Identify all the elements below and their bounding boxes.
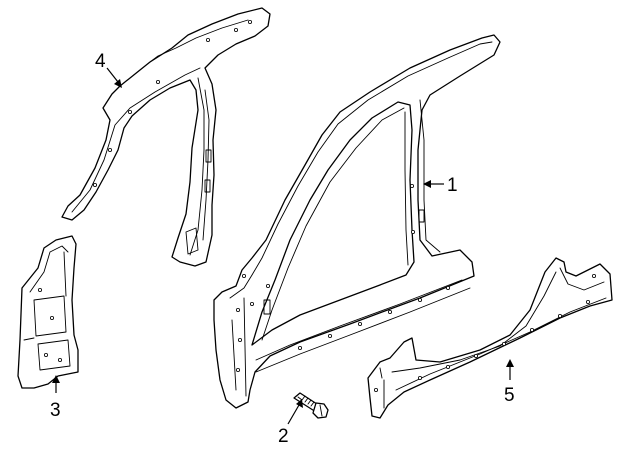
leader-arrow-2 [296, 399, 303, 408]
callout-label-2: 2 [278, 426, 289, 447]
leader-arrow-5 [506, 359, 514, 367]
leader-line-4 [106, 67, 119, 83]
part-1-body-side-outer [213, 34, 501, 409]
leader-arrow-1 [423, 180, 431, 188]
leader-arrow-4 [114, 79, 122, 88]
leader-arrow-3 [52, 375, 60, 383]
callout-label-5: 5 [504, 385, 515, 406]
part-5-rocker-panel [367, 257, 613, 419]
callout-label-3: 3 [50, 400, 61, 421]
part-4-pillar-reinforcement [61, 7, 271, 267]
part-3-hinge-pillar [17, 235, 79, 389]
leader-line-2 [287, 404, 300, 425]
callout-label-1: 1 [447, 175, 458, 196]
callout-label-4: 4 [95, 51, 106, 72]
callout-leaders [52, 67, 514, 425]
part-2-bolt [293, 392, 329, 419]
